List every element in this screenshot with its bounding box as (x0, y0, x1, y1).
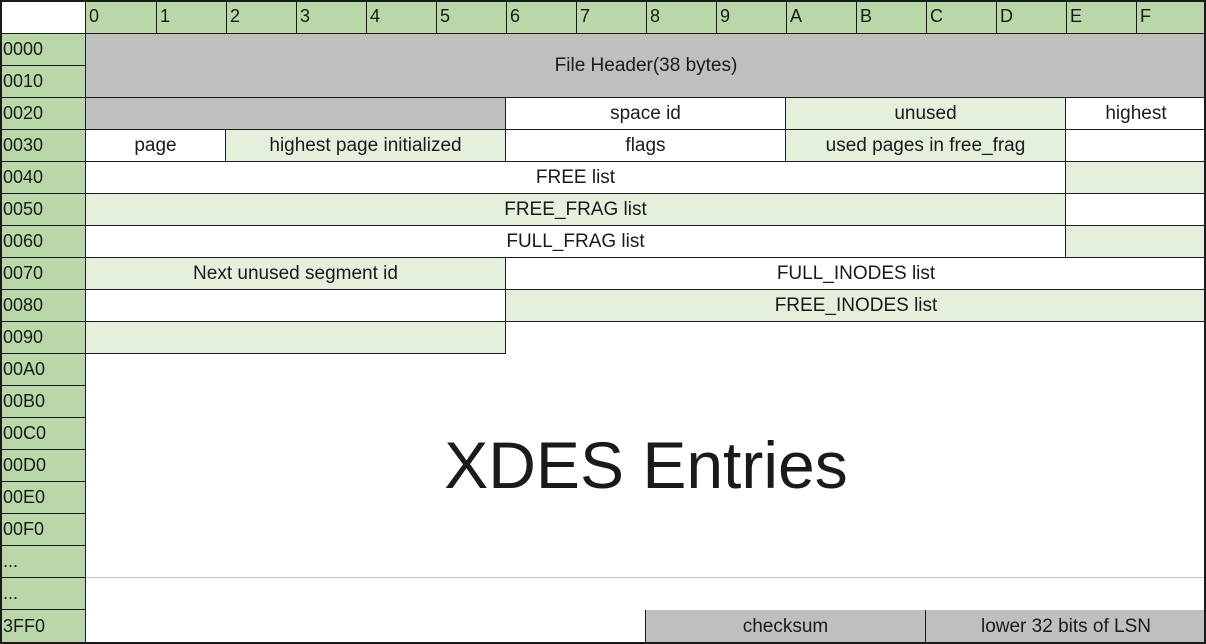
row-header-0020: 0020 (0, 98, 86, 130)
row-header-ellipsis-16: ... (0, 546, 86, 578)
space-id-field: space id (506, 98, 786, 130)
unused-field: unused (786, 98, 1066, 130)
row-header-0080: 0080 (0, 290, 86, 322)
column-header-6: 6 (506, 0, 576, 34)
flags-field: flags (506, 130, 786, 162)
file-header-tail-field (86, 98, 506, 130)
highest-page-field-start: highest (1066, 98, 1206, 130)
column-header-B: B (856, 0, 926, 34)
full-frag-list-field: FULL_FRAG list (86, 226, 1066, 258)
file-header-field: File Header(38 bytes) (86, 34, 1206, 98)
row-header-3ff0: 3FF0 (0, 610, 86, 644)
column-header-5: 5 (436, 0, 506, 34)
free-inodes-list-field: FREE_INODES list (506, 290, 1206, 322)
row-header-00f0: 00F0 (0, 514, 86, 546)
xdes-entries-label: XDES Entries (444, 428, 848, 502)
free-list-field-start (1066, 130, 1206, 162)
row-header-00e0: 00E0 (0, 482, 86, 514)
row-header-0090: 0090 (0, 322, 86, 354)
column-header-F: F (1136, 0, 1206, 34)
column-header-4: 4 (366, 0, 436, 34)
highest-page-initialized-field: highest page initialized (226, 130, 506, 162)
free-frag-list-field-start (1066, 162, 1206, 194)
column-header-C: C (926, 0, 996, 34)
column-header-A: A (786, 0, 856, 34)
row-header-00c0: 00C0 (0, 418, 86, 450)
row-header-0010: 0010 (0, 66, 86, 98)
used-pages-free-frag-field: used pages in free_frag (786, 130, 1066, 162)
column-header-E: E (1066, 0, 1136, 34)
row-header-0060: 0060 (0, 226, 86, 258)
row-header-0040: 0040 (0, 162, 86, 194)
corner-cell (0, 0, 86, 34)
column-header-3: 3 (296, 0, 366, 34)
next-unused-segment-id-field: Next unused segment id (86, 258, 506, 290)
row-header-00a0: 00A0 (0, 354, 86, 386)
free-inodes-list-field-end (86, 322, 506, 354)
column-header-7: 7 (576, 0, 646, 34)
highest-page-field-end: page (86, 130, 226, 162)
column-header-9: 9 (716, 0, 786, 34)
row-header-0030: 0030 (0, 130, 86, 162)
checksum-field: checksum (646, 610, 926, 644)
row-header-0000: 0000 (0, 34, 86, 66)
column-header-1: 1 (156, 0, 226, 34)
column-header-8: 8 (646, 0, 716, 34)
full-inodes-list-field: FULL_INODES list (506, 258, 1206, 290)
row-header-0070: 0070 (0, 258, 86, 290)
xdes-entries-region: XDES Entries (86, 354, 1206, 576)
full-inodes-list-field-end (86, 290, 506, 322)
empty-3ff0-field (86, 610, 646, 644)
row-header-00d0: 00D0 (0, 450, 86, 482)
next-unused-segment-id-field-start (1066, 226, 1206, 258)
xdes-separator-line (86, 577, 1206, 578)
lower-32-bits-lsn-field: lower 32 bits of LSN (926, 610, 1206, 644)
free-list-field: FREE list (86, 162, 1066, 194)
row-header-0050: 0050 (0, 194, 86, 226)
free-frag-list-field: FREE_FRAG list (86, 194, 1066, 226)
row-header-ellipsis-17: ... (0, 578, 86, 610)
column-header-0: 0 (86, 0, 156, 34)
row-header-00b0: 00B0 (0, 386, 86, 418)
column-header-2: 2 (226, 0, 296, 34)
full-frag-list-field-start (1066, 194, 1206, 226)
column-header-D: D (996, 0, 1066, 34)
